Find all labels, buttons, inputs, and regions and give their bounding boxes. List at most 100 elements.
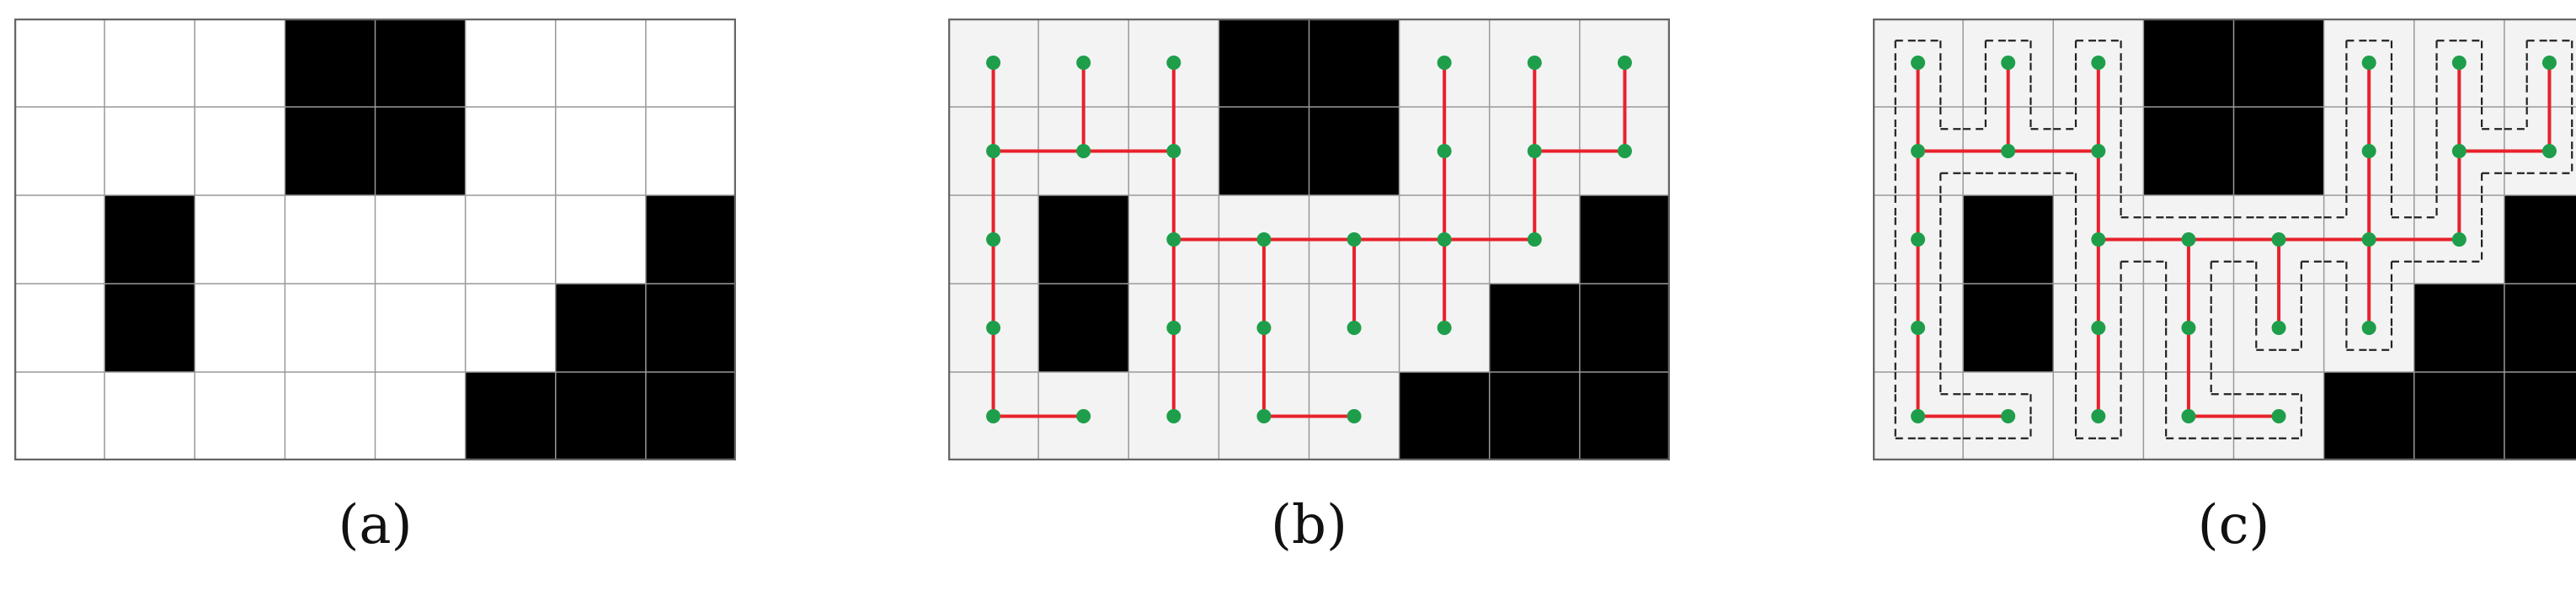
tree-node xyxy=(986,409,1001,423)
obstacle-cell xyxy=(375,19,466,107)
free-cell xyxy=(14,19,105,107)
obstacle-cell xyxy=(1489,284,1580,372)
tree-node xyxy=(2541,56,2557,70)
tree-node xyxy=(1256,232,1272,247)
obstacle-cell xyxy=(1219,19,1309,107)
obstacle-cell xyxy=(2233,107,2324,195)
spanning-tree-svg xyxy=(948,19,1670,460)
obstacle-cell xyxy=(2323,372,2414,460)
free-cell xyxy=(195,284,285,372)
tree-node xyxy=(986,144,1001,158)
tree-node xyxy=(1617,144,1632,158)
free-cell xyxy=(285,195,376,284)
tree-node xyxy=(1437,144,1452,158)
obstacle-cell xyxy=(1579,195,1670,284)
free-cell xyxy=(14,107,105,195)
caption-a: (a) xyxy=(338,494,413,556)
tree-node xyxy=(2181,321,2196,335)
tree-node xyxy=(1911,144,1926,158)
obstacle-cell xyxy=(1579,372,1670,460)
free-cell xyxy=(555,107,646,195)
obstacle-cell xyxy=(1399,372,1490,460)
obstacle-cell xyxy=(1038,195,1129,284)
tree-node xyxy=(1076,409,1091,423)
obstacle-cell xyxy=(1963,195,2054,284)
tree-node xyxy=(1347,232,1362,247)
grid-border xyxy=(948,19,1670,460)
tree-node xyxy=(1256,321,1272,335)
obstacle-cell xyxy=(375,107,466,195)
tree-node xyxy=(2001,56,2016,70)
tree-node xyxy=(1437,56,1452,70)
tree-node xyxy=(2361,56,2376,70)
free-cell xyxy=(195,372,285,460)
tree-node xyxy=(2541,144,2557,158)
caption-b: (b) xyxy=(1271,494,1347,556)
caption-c: (c) xyxy=(2197,494,2270,556)
tree-node xyxy=(2361,144,2376,158)
tree-node xyxy=(986,56,1001,70)
tree-node xyxy=(2271,321,2286,335)
obstacle-cell xyxy=(555,284,646,372)
tree-node xyxy=(1076,144,1091,158)
obstacle-cell xyxy=(645,284,736,372)
tree-node xyxy=(2271,409,2286,423)
free-cell xyxy=(375,195,466,284)
tree-node xyxy=(2361,321,2376,335)
obstacle-cell xyxy=(465,372,556,460)
free-cell xyxy=(465,195,556,284)
free-cell xyxy=(195,195,285,284)
free-cell xyxy=(645,107,736,195)
tree-node xyxy=(2001,409,2016,423)
free-cell xyxy=(645,19,736,107)
obstacle-cell xyxy=(2233,19,2324,107)
free-cell xyxy=(195,19,285,107)
obstacle-cell xyxy=(2413,284,2504,372)
obstacle-cell xyxy=(1219,107,1309,195)
tree-node xyxy=(2091,409,2106,423)
free-cell xyxy=(2504,19,2576,107)
grid-border xyxy=(1873,19,2576,460)
obstacle-cell xyxy=(2143,19,2234,107)
tree-node xyxy=(2181,232,2196,247)
tree-node xyxy=(2091,321,2106,335)
tree-node xyxy=(1166,56,1181,70)
grid-border xyxy=(14,19,736,460)
obstacle-cell xyxy=(285,19,376,107)
free-cell xyxy=(195,107,285,195)
free-cell xyxy=(14,284,105,372)
tree-node xyxy=(986,232,1001,247)
free-cell xyxy=(465,19,556,107)
tree-node xyxy=(1911,409,1926,423)
tree-node xyxy=(2001,144,2016,158)
panel-a-grid xyxy=(14,19,736,460)
tree-node xyxy=(1527,232,1542,247)
tree-node xyxy=(2091,56,2106,70)
tree-node xyxy=(1166,144,1181,158)
tree-node xyxy=(1911,321,1926,335)
coverage-path-svg xyxy=(1873,19,2576,460)
free-cell xyxy=(104,19,195,107)
tree-node xyxy=(1076,56,1091,70)
tree-node xyxy=(2361,232,2376,247)
grid-map-svg xyxy=(14,19,736,460)
free-cell xyxy=(14,372,105,460)
obstacle-cell xyxy=(104,284,195,372)
free-cell xyxy=(285,372,376,460)
tree-node xyxy=(2451,232,2467,247)
tree-node xyxy=(1347,409,1362,423)
tree-node xyxy=(1437,321,1452,335)
tree-node xyxy=(1911,232,1926,247)
free-cell xyxy=(555,195,646,284)
tree-node xyxy=(1527,56,1542,70)
obstacle-cell xyxy=(645,372,736,460)
obstacle-cell xyxy=(1963,284,2054,372)
panel-b-spanning-tree xyxy=(948,19,1670,460)
tree-node xyxy=(2451,56,2467,70)
obstacle-cell xyxy=(2504,284,2576,372)
free-cell xyxy=(375,372,466,460)
obstacle-cell xyxy=(2143,107,2234,195)
free-cell xyxy=(465,284,556,372)
tree-node xyxy=(1911,56,1926,70)
obstacle-cell xyxy=(1579,284,1670,372)
